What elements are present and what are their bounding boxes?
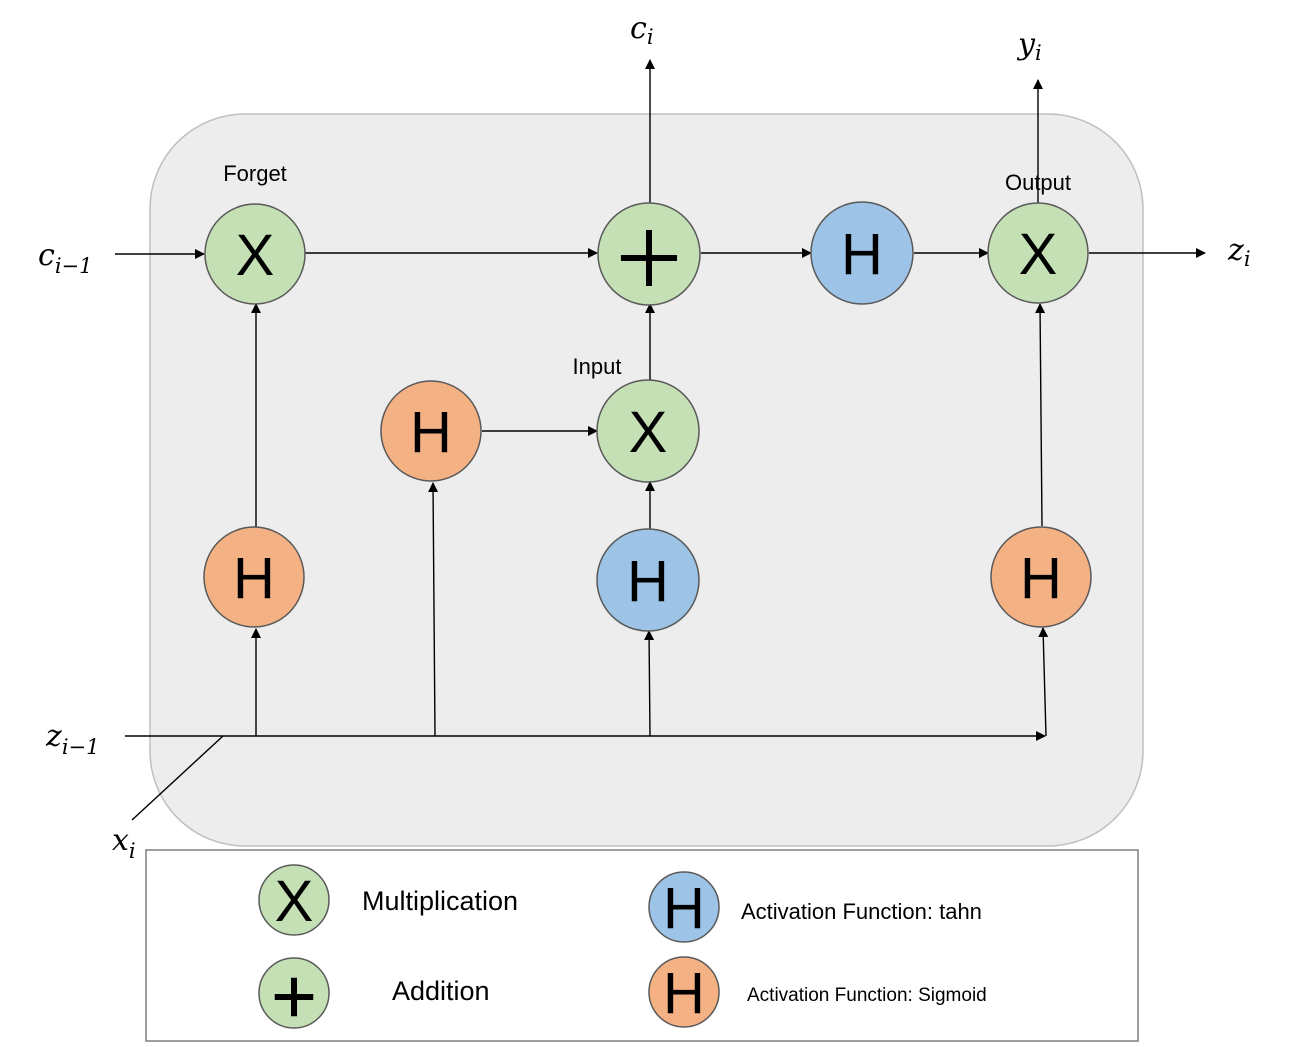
node-input-sig: H — [380, 380, 482, 482]
arrow-output-sig-to-output — [1035, 303, 1046, 527]
legend-symbol-multiplication: X — [258, 864, 330, 936]
node-symbol: H — [663, 961, 705, 1026]
legend-label-tanh: Activation Function: tahn — [741, 899, 982, 924]
node-input-tanh: H — [596, 528, 700, 632]
node-circle — [204, 203, 306, 305]
node-forget-mult: X — [204, 203, 306, 305]
gate-label-forget: Forget — [223, 161, 287, 186]
node-symbol: X — [629, 400, 668, 465]
node-circle — [596, 528, 700, 632]
node-add — [597, 202, 701, 306]
node-symbol: H — [233, 546, 275, 611]
var-y-out: yi — [1016, 27, 1042, 65]
node-forget-sig: H — [203, 526, 305, 628]
arrow-bus-to-input-sig — [428, 482, 439, 737]
flow-lines — [115, 59, 1206, 821]
node-circle — [203, 526, 305, 628]
node-circle — [648, 956, 720, 1028]
var-z-prev: zi−1 — [45, 719, 100, 759]
node-symbol: X — [1019, 222, 1058, 287]
legend-label-addition: Addition — [392, 976, 490, 1006]
node-output-mult: X — [987, 202, 1089, 304]
legend-symbol-sigmoid: H — [648, 956, 720, 1028]
node-input-mult: X — [596, 379, 700, 483]
node-output-sig: H — [990, 526, 1092, 628]
node-circle — [990, 526, 1092, 628]
node-circle — [258, 864, 330, 936]
gate-label-output: Output — [1005, 170, 1071, 195]
var-z-out: zi — [1227, 233, 1251, 271]
node-symbol: X — [275, 869, 314, 934]
legend-symbol-addition — [258, 957, 330, 1029]
legend-symbol-tanh: H — [648, 871, 720, 943]
gate-label-input: Input — [573, 354, 622, 379]
legend-label-multiplication: Multiplication — [362, 886, 518, 916]
node-circle — [987, 202, 1089, 304]
node-tanh-cell: H — [810, 201, 914, 305]
node-symbol: H — [841, 222, 883, 287]
var-c-prev: ci−1 — [38, 238, 93, 278]
arrow-bus-to-output-sig — [1038, 627, 1049, 737]
legend-label-sigmoid: Activation Function: Sigmoid — [747, 985, 987, 1006]
node-circle — [596, 379, 700, 483]
node-circle — [648, 871, 720, 943]
node-symbol: X — [236, 223, 275, 288]
node-symbol: H — [627, 549, 669, 614]
var-c-out: ci — [630, 11, 654, 49]
node-symbol: H — [1020, 546, 1062, 611]
var-x-in: xi — [112, 823, 136, 863]
arrow-bus-to-input-tanh — [644, 630, 655, 737]
node-symbol: H — [663, 876, 705, 941]
node-circle — [810, 201, 914, 305]
line-x-in — [131, 735, 224, 821]
node-circle — [380, 380, 482, 482]
node-symbol: H — [410, 400, 452, 465]
